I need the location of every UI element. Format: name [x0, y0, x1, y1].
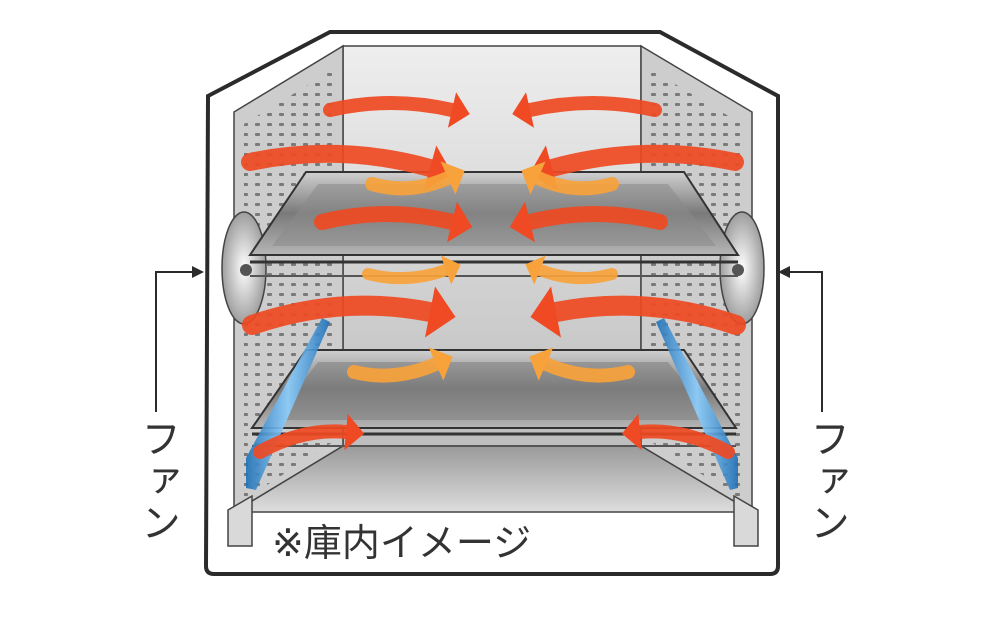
airflow-arrows [241, 92, 746, 459]
airflow-arrow [543, 144, 744, 177]
airflow-arrow [633, 424, 735, 459]
airflow-arrow [522, 206, 668, 230]
right-pointer-arrow-icon [778, 266, 790, 278]
left-pointer-arrow-icon [192, 266, 204, 278]
airflow-arrowhead-icon [440, 161, 465, 195]
airflow-arrow [241, 144, 439, 177]
airflow-arrow [534, 264, 618, 285]
airflow-arrowhead-icon [621, 413, 642, 451]
airflow-arrowhead-icon [529, 347, 554, 381]
airflow-arrow [347, 357, 443, 383]
fan-left-label: ファン [134, 418, 180, 544]
airflow-arrow [546, 295, 746, 335]
airflow-arrow [314, 206, 460, 230]
rail-left [227, 494, 253, 547]
airflow-arrowhead-icon [512, 92, 534, 128]
airflow-arrowhead-icon [344, 413, 365, 451]
airflow-arrowhead-icon [509, 201, 535, 243]
fan-right-label: ファン [803, 418, 849, 544]
airflow-arrowhead-icon [447, 201, 473, 243]
caption: ※庫内イメージ [272, 521, 532, 565]
airflow-arrow [362, 264, 452, 285]
airflow-arrow [539, 357, 635, 383]
airflow-arrowhead-icon [530, 286, 561, 338]
airflow-arrowhead-icon [447, 92, 470, 128]
airflow-arrow [323, 96, 459, 117]
left-fan-pointer [155, 271, 198, 412]
airflow-arrow [242, 295, 440, 335]
airflow-arrow [253, 424, 353, 459]
airflow-arrowhead-icon [424, 286, 456, 338]
airflow-arrow [365, 171, 455, 196]
airflow-arrowhead-icon [521, 161, 546, 195]
upper-tray [248, 171, 740, 277]
airflow-arrowhead-icon [428, 347, 453, 381]
right-fan-pointer [786, 271, 823, 412]
airflow-arrow [531, 171, 619, 196]
airflow-arrow [523, 96, 662, 117]
rail-right [733, 494, 759, 547]
airflow-arrowhead-icon [525, 255, 546, 285]
airflow-arrowhead-icon [440, 255, 461, 285]
